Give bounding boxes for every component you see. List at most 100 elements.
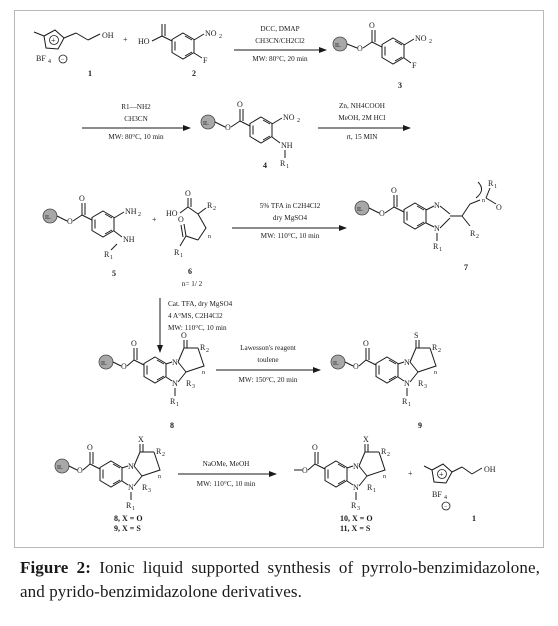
condition-text: MeOH, 2M HCl: [338, 114, 385, 122]
svg-text:OH: OH: [102, 31, 114, 40]
compound-number: 10, X = O: [340, 514, 373, 523]
compound-number: 8: [170, 421, 174, 430]
compound-number: 4: [263, 161, 267, 170]
svg-text:2: 2: [476, 234, 479, 240]
svg-text:N: N: [434, 201, 440, 210]
compound-number: 1: [88, 69, 92, 78]
compound-number: 5: [112, 269, 116, 278]
svg-text:n: n: [383, 474, 386, 480]
condition-text: Lawesson's reagent: [240, 344, 296, 352]
svg-text:2: 2: [438, 348, 441, 354]
svg-text:R: R: [418, 379, 424, 388]
compound-number: 9, X = S: [114, 524, 141, 533]
svg-text:1: 1: [176, 402, 179, 408]
svg-text:O: O: [369, 21, 375, 30]
svg-text:−: −: [61, 57, 65, 63]
svg-text:NO: NO: [283, 113, 295, 122]
condition-text: DCC, DMAP: [260, 25, 299, 33]
svg-text:O: O: [237, 100, 243, 109]
svg-text:S: S: [414, 331, 418, 340]
svg-text:X: X: [138, 435, 144, 444]
compound-number: 2: [192, 69, 196, 78]
n-values: n= 1/ 2: [182, 280, 203, 288]
svg-text:N: N: [128, 462, 134, 471]
svg-text:n: n: [208, 234, 211, 240]
svg-text:IL: IL: [57, 465, 63, 471]
svg-text:2: 2: [138, 212, 141, 218]
svg-text:R: R: [126, 501, 132, 510]
svg-text:NH: NH: [281, 141, 293, 150]
svg-text:2: 2: [429, 39, 432, 45]
svg-text:R: R: [432, 343, 438, 352]
il-label: IL: [335, 43, 341, 49]
svg-text:3: 3: [192, 384, 195, 390]
svg-text:O: O: [67, 217, 73, 226]
svg-text:2: 2: [213, 206, 216, 212]
condition-text: dry MgSO4: [273, 214, 308, 222]
svg-text:N: N: [353, 483, 359, 492]
condition-text: MW: 110°C, 10 min: [261, 232, 320, 240]
svg-text:N: N: [128, 483, 134, 492]
svg-text:IL: IL: [101, 361, 107, 367]
svg-text:NH: NH: [125, 207, 137, 216]
svg-text:N: N: [434, 224, 440, 233]
svg-text:+: +: [123, 35, 128, 44]
svg-text:R: R: [367, 483, 373, 492]
svg-text:2: 2: [387, 452, 390, 458]
compound-1-structure: + OH BF 4 −: [33, 29, 114, 65]
svg-text:BF: BF: [36, 54, 46, 63]
svg-text:R: R: [207, 201, 213, 210]
svg-text:R: R: [280, 159, 286, 168]
svg-text:N: N: [404, 379, 410, 388]
svg-text:4: 4: [444, 495, 447, 501]
svg-text:R: R: [488, 179, 494, 188]
svg-text:O: O: [185, 189, 191, 198]
compound-3-structure: IL O O NO 2 F: [332, 21, 432, 70]
svg-text:F: F: [203, 56, 208, 65]
svg-text:1: 1: [286, 164, 289, 170]
svg-text:1: 1: [373, 488, 376, 494]
svg-text:R: R: [174, 248, 180, 257]
svg-text:3: 3: [357, 506, 360, 512]
svg-text:R: R: [470, 229, 476, 238]
svg-text:n: n: [434, 370, 437, 376]
svg-text:n: n: [158, 474, 161, 480]
svg-text:R: R: [433, 242, 439, 251]
svg-text:O: O: [87, 443, 93, 452]
condition-text: Cat. TFA, dry MgSO4: [168, 300, 233, 308]
svg-text:1: 1: [439, 247, 442, 253]
svg-text:+: +: [152, 215, 157, 224]
compound-8-9-structure: IL O O N N X R 2 n R 3: [54, 435, 165, 512]
svg-text:BF: BF: [432, 490, 442, 499]
svg-text:1: 1: [132, 506, 135, 512]
svg-text:HO: HO: [166, 209, 178, 218]
condition-text: R1—NH2: [121, 103, 151, 111]
svg-text:R: R: [200, 343, 206, 352]
svg-text:O: O: [312, 443, 318, 452]
compound-10-11-structure: O O N N X R 2 n R 1 R 3: [294, 435, 390, 512]
condition-text: rt, 15 MIN: [347, 133, 379, 141]
svg-text:2: 2: [162, 452, 165, 458]
condition-text: MW: 80°C, 20 min: [252, 55, 308, 63]
svg-text:O: O: [77, 466, 83, 475]
condition-text: CH3CN: [124, 115, 148, 123]
svg-text:n: n: [202, 370, 205, 376]
svg-text:1: 1: [180, 253, 183, 259]
svg-text:IL: IL: [357, 207, 363, 213]
svg-text:R: R: [186, 379, 192, 388]
condition-text: toulene: [257, 356, 278, 364]
svg-text:HO: HO: [138, 37, 150, 46]
svg-text:R: R: [142, 483, 148, 492]
svg-text:3: 3: [424, 384, 427, 390]
svg-text:3: 3: [148, 488, 151, 494]
compound-4-structure: IL O O NO 2 NH R 1: [200, 100, 300, 170]
svg-text:O: O: [178, 215, 184, 224]
svg-text:NO: NO: [415, 34, 427, 43]
svg-text:1: 1: [408, 402, 411, 408]
svg-text:NO: NO: [205, 29, 217, 38]
svg-text:O: O: [496, 203, 502, 212]
svg-text:+: +: [51, 36, 56, 45]
condition-text: 5% TFA in C2H4Cl2: [260, 202, 321, 210]
svg-text:IL: IL: [333, 361, 339, 367]
